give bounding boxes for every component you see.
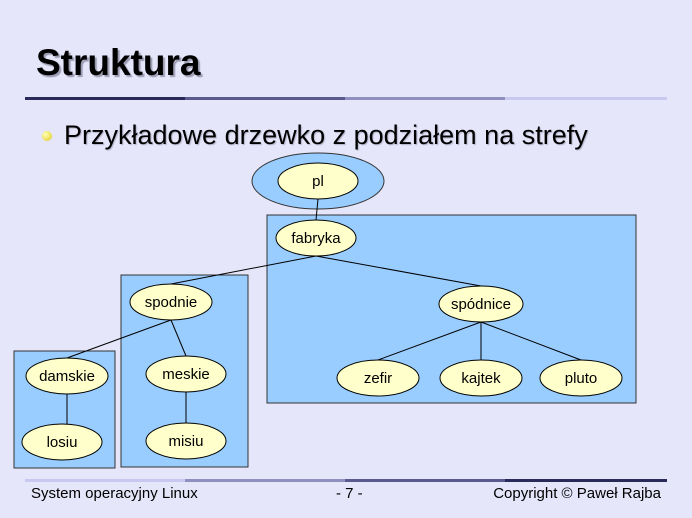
node-kajtek xyxy=(439,359,523,397)
bullet-text: Przykładowe drzewko z podziałem na stref… xyxy=(64,120,588,150)
node-pluto xyxy=(539,359,623,397)
node-label-spodnie: spodnie xyxy=(145,294,198,311)
node-losiu xyxy=(21,423,103,461)
node-label-damskie: damskie xyxy=(39,368,95,385)
node-label-zefir: zefir xyxy=(364,370,392,387)
node-label-losiu: losiu xyxy=(47,434,78,451)
node-label-fabryka: fabryka xyxy=(291,230,341,247)
node-pl xyxy=(277,162,359,200)
bullet-icon xyxy=(42,131,52,141)
node-meskie xyxy=(145,355,227,393)
tree-edges xyxy=(66,198,582,424)
node-label-misiu: misiu xyxy=(168,433,203,450)
footer-page-number: - 7 - xyxy=(336,485,363,502)
footer-course: System operacyjny Linux xyxy=(31,485,198,502)
node-spodnice xyxy=(438,285,524,323)
node-misiu xyxy=(145,422,227,460)
node-spodnie xyxy=(129,283,213,321)
node-label-spodnice: spódnice xyxy=(451,296,511,313)
node-label-meskie: meskie xyxy=(162,366,210,383)
node-fabryka xyxy=(275,219,357,257)
node-damskie xyxy=(25,357,109,395)
node-label-pluto: pluto xyxy=(565,370,598,387)
node-label-kajtek: kajtek xyxy=(461,370,501,387)
footer-copyright: Copyright © Paweł Rajba xyxy=(493,485,661,502)
node-zefir xyxy=(336,359,420,397)
node-label-pl: pl xyxy=(312,173,324,190)
slide-title: Struktura xyxy=(36,42,201,83)
